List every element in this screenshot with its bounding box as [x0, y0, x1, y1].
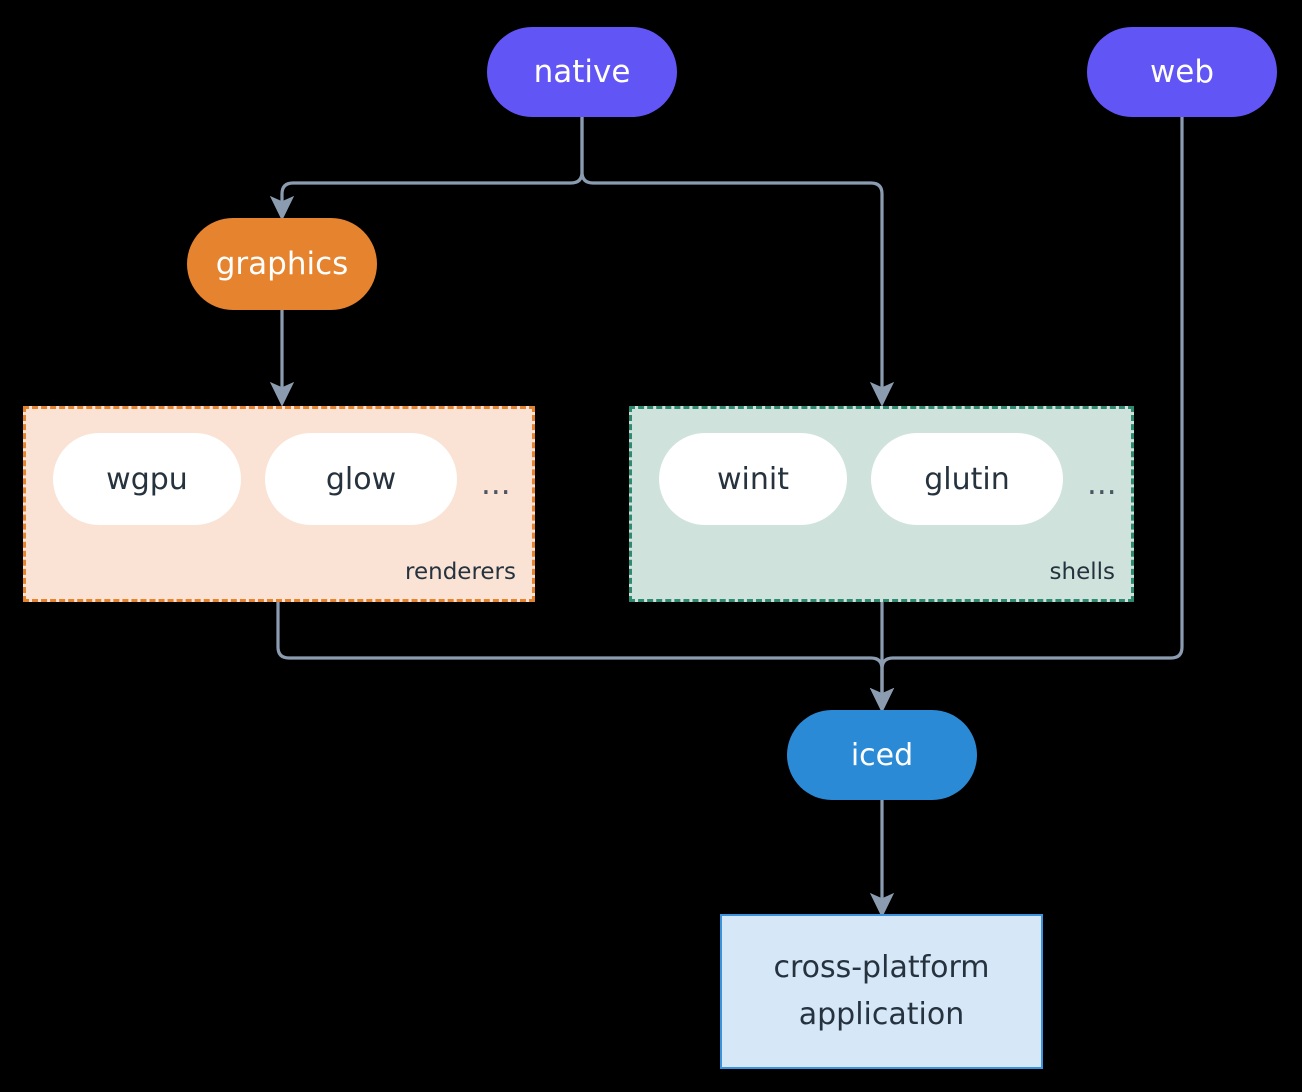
node-application-line1: cross-platform	[773, 950, 990, 985]
group-shells: winit glutin ... shells	[629, 406, 1134, 602]
edge-native-to-graphics	[269, 115, 584, 221]
group-renderers-label: renderers	[405, 559, 516, 585]
renderers-item-glow[interactable]: glow	[265, 433, 457, 525]
node-application[interactable]: cross-platform application	[720, 914, 1043, 1069]
shells-item-winit-label: winit	[717, 461, 789, 497]
renderers-item-wgpu-label: wgpu	[106, 461, 188, 497]
edge-web-to-iced	[869, 115, 1184, 713]
node-web-label: web	[1149, 54, 1215, 90]
node-native[interactable]: native	[487, 27, 677, 117]
group-renderers: wgpu glow ... renderers	[23, 406, 535, 602]
node-graphics-label: graphics	[215, 246, 349, 282]
node-iced-label: iced	[850, 737, 914, 773]
shells-item-glutin-label: glutin	[924, 461, 1010, 497]
node-graphics[interactable]: graphics	[187, 218, 377, 310]
shells-item-winit[interactable]: winit	[659, 433, 847, 525]
node-iced[interactable]: iced	[787, 710, 977, 800]
node-web[interactable]: web	[1087, 27, 1277, 117]
node-native-label: native	[533, 54, 631, 90]
renderers-item-wgpu[interactable]: wgpu	[53, 433, 241, 525]
group-shells-label: shells	[1049, 559, 1115, 585]
edge-native-to-shells	[580, 115, 895, 407]
renderers-item-glow-label: glow	[325, 461, 397, 497]
renderers-more-ellipsis: ...	[481, 466, 511, 502]
edge-renderers-to-iced	[276, 602, 895, 713]
node-application-line2: application	[798, 996, 965, 1032]
shells-more-ellipsis: ...	[1087, 466, 1117, 502]
shells-item-glutin[interactable]: glutin	[871, 433, 1063, 525]
